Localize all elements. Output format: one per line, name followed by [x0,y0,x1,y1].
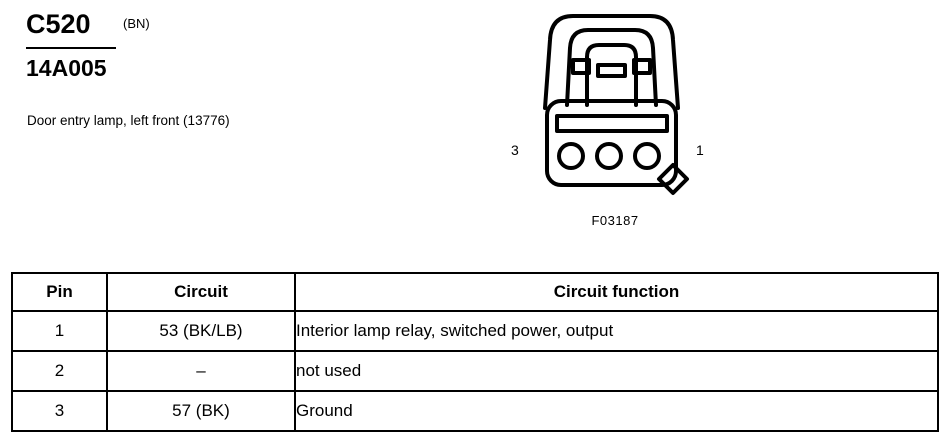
pin-number-label-3: 3 [511,142,519,158]
cell-circuit: – [106,350,296,392]
pin-hole-3 [557,142,585,170]
latch-tab-right [632,58,652,75]
connector-color-code: (BN) [123,16,150,31]
pin-number-label-1: 1 [696,142,704,158]
connector-header: C520 (BN) [26,8,326,44]
column-header-circuit: Circuit [106,272,296,312]
cell-circuit: 53 (BK/LB) [106,310,296,352]
connector-inner-shell [565,28,658,107]
cell-function: not used [294,350,939,392]
connector-drawing [543,14,689,195]
pin-hole-1 [633,142,661,170]
table-row: 3 57 (BK) Ground [11,390,939,432]
latch-tab-center [596,63,627,78]
pin-hole-2 [595,142,623,170]
cell-pin: 3 [11,390,108,432]
connector-lower-body [545,99,678,187]
connector-id: C520 [26,9,91,39]
column-header-circuit-function: Circuit function [294,272,939,312]
table-header-row: Pin Circuit Circuit function [11,272,939,312]
pin-table: Pin Circuit Circuit function 1 53 (BK/LB… [11,272,939,432]
connector-id-underline [26,47,116,49]
connector-latch-body [585,43,638,107]
connector-description: Door entry lamp, left front (13776) [27,113,230,128]
latch-tab-left [571,58,591,75]
table-row: 1 53 (BK/LB) Interior lamp relay, switch… [11,310,939,352]
cell-pin: 1 [11,310,108,352]
connector-figure: 3 1 F03187 [495,0,735,240]
cell-circuit: 57 (BK) [106,390,296,432]
table-row: 2 – not used [11,350,939,392]
cell-pin: 2 [11,350,108,392]
part-number: 14A005 [26,55,107,81]
connector-keyway-slot [555,114,669,133]
connector-outer-shell [543,14,680,110]
connector-keying-notch [657,163,689,195]
column-header-pin: Pin [11,272,108,312]
cell-function: Interior lamp relay, switched power, out… [294,310,939,352]
cell-function: Ground [294,390,939,432]
figure-caption: F03187 [591,213,639,228]
connector-id-row: C520 (BN) [26,8,326,44]
